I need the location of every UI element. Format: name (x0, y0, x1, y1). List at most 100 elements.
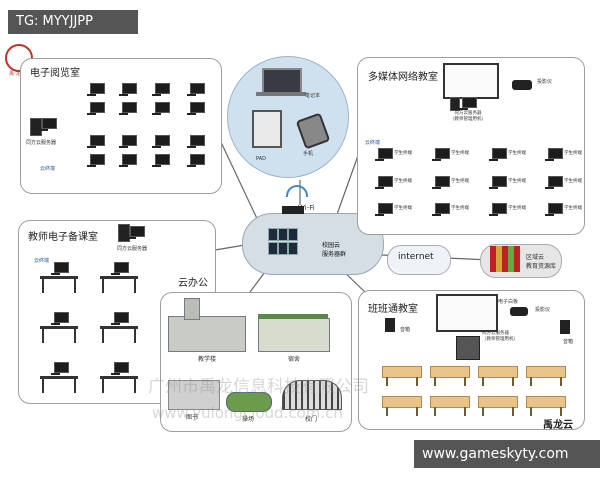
reading-room-server-label: 同方云服务器 (26, 140, 57, 146)
multimedia-projector-label: 投影仪 (537, 79, 553, 85)
teacher-prep-desk-icon (40, 376, 78, 393)
speaker-left-icon (385, 318, 395, 332)
reading-room-server-monitor-icon (39, 118, 57, 131)
server-rack-icon (288, 242, 298, 255)
speaker-left-label: 音箱 (400, 327, 411, 333)
multimedia-student-label: 学生终端 (451, 151, 469, 156)
student-desk-icon (382, 366, 422, 386)
book-stack-icon (490, 246, 520, 272)
multimedia-title: 多媒体网络教室 (368, 72, 438, 83)
server-rack-icon (278, 228, 288, 241)
multimedia-terminal-icon (545, 203, 563, 216)
projection-screen-icon (443, 63, 499, 99)
dormitory-roof-icon (258, 314, 328, 319)
teacher-prep-terminal-icon (51, 312, 69, 325)
laptop-label: 笔记本 (305, 93, 321, 99)
student-desk-icon (382, 396, 422, 416)
watermark-tag-top: TG: MYYJJPP (8, 10, 138, 34)
multimedia-terminal-icon (432, 176, 450, 189)
multimedia-terminal-icon (545, 176, 563, 189)
multimedia-terminal-icon (432, 203, 450, 216)
reading-room-terminal-icon (87, 102, 105, 115)
brand-label: 禹龙云 (543, 420, 573, 431)
speaker-right-label: 音箱 (563, 339, 574, 345)
teacher-prep-title: 教师电子备课室 (28, 232, 98, 243)
server-rack-icon (278, 242, 288, 255)
wifi-label: Wi-Fi (298, 204, 315, 212)
server-rack-icon (268, 228, 278, 241)
multimedia-server-monitor-icon (459, 97, 477, 110)
student-desk-icon (526, 396, 566, 416)
watermark-tag-bottom: www.gameskyty.com (414, 440, 600, 468)
teaching-building-icon (168, 316, 246, 352)
phone-label: 手机 (303, 151, 314, 157)
reading-room-terminal-icon (152, 102, 170, 115)
teacher-prep-terminal-icon (51, 362, 69, 375)
multimedia-student-label: 学生终端 (394, 151, 412, 156)
teacher-prep-desk-icon (100, 276, 138, 293)
pad-label: PAD (256, 156, 266, 162)
teacher-prep-desk-icon (100, 376, 138, 393)
reading-room-title: 电子阅览室 (30, 68, 80, 79)
teacher-prep-server-monitor-icon (127, 226, 145, 239)
laptop-base-icon (256, 92, 306, 96)
reading-room-cloud-label: 云终端 (40, 166, 56, 172)
server-rack-icon (268, 242, 278, 255)
speaker-right-icon (560, 320, 570, 334)
building-label-2: 图书 (186, 414, 199, 421)
reading-room-server-icon (30, 118, 42, 136)
cloud-office-title: 云办公 (178, 278, 208, 289)
multimedia-student-label: 学生终端 (508, 179, 526, 184)
multimedia-terminal-icon (432, 148, 450, 161)
teacher-prep-desk-icon (40, 326, 78, 343)
class-screen-icon (436, 294, 498, 332)
pad-icon (252, 110, 282, 148)
teacher-prep-terminal-icon (111, 312, 129, 325)
teacher-prep-server-label: 同方云服务器 (117, 246, 148, 252)
teacher-podium-icon (456, 336, 480, 360)
student-desk-icon (430, 396, 470, 416)
logo-text: 禹 龙 (9, 71, 21, 77)
multimedia-student-label: 学生终端 (394, 179, 412, 184)
multimedia-terminal-icon (489, 176, 507, 189)
teacher-prep-cloud-label: 云终端 (34, 258, 50, 264)
server-rack-icon (288, 228, 298, 241)
building-label-1: 宿舍 (288, 356, 301, 363)
reading-room-terminal-icon (187, 102, 205, 115)
reading-room-terminal-icon (187, 135, 205, 148)
multimedia-student-label: 学生终端 (564, 151, 582, 156)
multimedia-student-label: 学生终端 (564, 179, 582, 184)
wifi-icon (286, 185, 308, 197)
multimedia-server-icon (450, 97, 460, 111)
student-desk-icon (430, 366, 470, 386)
reading-room-terminal-icon (87, 83, 105, 96)
dormitory-icon (258, 318, 330, 352)
reading-room-terminal-icon (119, 102, 137, 115)
teacher-prep-server-icon (118, 224, 130, 242)
multimedia-student-label: 学生终端 (508, 206, 526, 211)
teacher-prep-terminal-icon (111, 262, 129, 275)
multimedia-server-label: 同方云服务器 （教师管理用机） (450, 111, 486, 122)
class-projector-icon (510, 307, 528, 316)
region-cloud-label: 区域云 教育资源库 (526, 254, 557, 270)
laptop-icon (262, 68, 302, 94)
internet-label: internet (398, 252, 434, 262)
reading-room-terminal-icon (152, 83, 170, 96)
student-desk-icon (478, 396, 518, 416)
internet-cloud-shape (387, 245, 451, 275)
reading-room-terminal-icon (119, 83, 137, 96)
watermark-url: www.yulongcloud.com.cn (152, 404, 343, 422)
student-desk-icon (526, 366, 566, 386)
campus-cloud-label: 校园云 服务器群 (322, 242, 347, 258)
student-desk-icon (478, 366, 518, 386)
multimedia-student-label: 学生终端 (394, 206, 412, 211)
reading-room-terminal-icon (187, 154, 205, 167)
playground-icon (226, 392, 272, 412)
building-label-3: 操场 (242, 416, 255, 423)
reading-room-terminal-icon (119, 135, 137, 148)
multimedia-student-label: 学生终端 (508, 151, 526, 156)
reading-room-terminal-icon (119, 154, 137, 167)
class-server-label: 同方云服务器 （教师管理用机） (482, 331, 518, 342)
multimedia-terminal-icon (375, 203, 393, 216)
tower-building-icon (184, 298, 200, 320)
